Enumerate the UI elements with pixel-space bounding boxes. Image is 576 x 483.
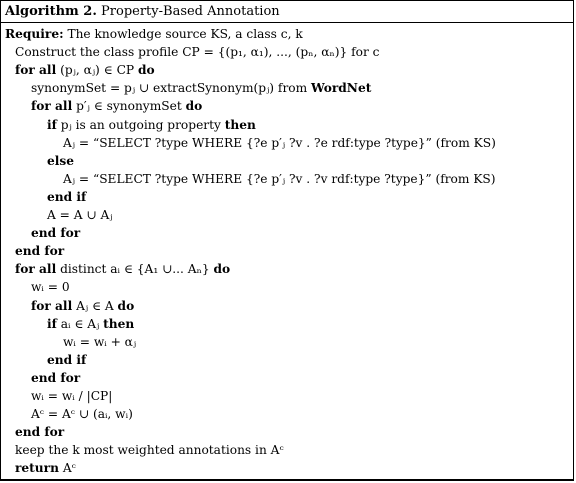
algorithm-line: else [47,153,74,168]
algorithm-label: Algorithm 2. [5,4,97,19]
algorithm-line: for all (pⱼ, αⱼ) ∈ CP do [15,63,155,78]
algorithm-line: wᵢ = 0 [31,280,70,295]
algorithm-line: for all distinct aᵢ ∈ {A₁ ∪... Aₙ} do [15,262,231,277]
algorithm-line: Aⱼ = “SELECT ?type WHERE {?e p′ⱼ ?v . ?e… [63,135,496,150]
algorithm-line: end if [47,189,87,204]
algorithm-line: if aᵢ ∈ Aⱼ then [47,316,135,331]
algorithm-line: end for [15,425,65,440]
algorithm-line: keep the k most weighted annotations in … [15,443,284,458]
algorithm-line: for all Aⱼ ∈ A do [31,298,135,313]
algorithm-line: end for [15,244,65,259]
algorithm-line: for all p′ⱼ ∈ synonymSet do [31,99,203,114]
algorithm-line: return Aᶜ [15,461,76,476]
algorithm-line: wᵢ = wᵢ + αⱼ [63,334,137,349]
caption-rule [1,22,573,23]
algorithm-line: synonymSet = pⱼ ∪ extractSynonym(pⱼ) fro… [31,81,372,96]
algorithm-line: end for [31,226,81,241]
algorithm-line: end if [47,352,87,367]
algorithm-line: if pⱼ is an outgoing property then [47,117,256,132]
algorithm-caption: Algorithm 2. Property-Based Annotation [5,4,280,19]
algorithm-line: A = A ∪ Aⱼ [47,208,113,222]
algorithm-title: Property-Based Annotation [101,4,280,19]
algorithm-line: Construct the class profile CP = {(p₁, α… [15,45,380,60]
algorithm-line: wᵢ = wᵢ / |CP| [31,389,113,403]
bottom-rule [1,479,573,480]
algorithm-line: Require: The knowledge source KS, a clas… [5,27,303,41]
algorithm-line: Aⱼ = “SELECT ?type WHERE {?e p′ⱼ ?v . ?v… [63,171,496,186]
algorithm-line: end for [31,370,81,385]
algorithm-line: Aᶜ = Aᶜ ∪ (aᵢ, wᵢ) [31,407,133,422]
